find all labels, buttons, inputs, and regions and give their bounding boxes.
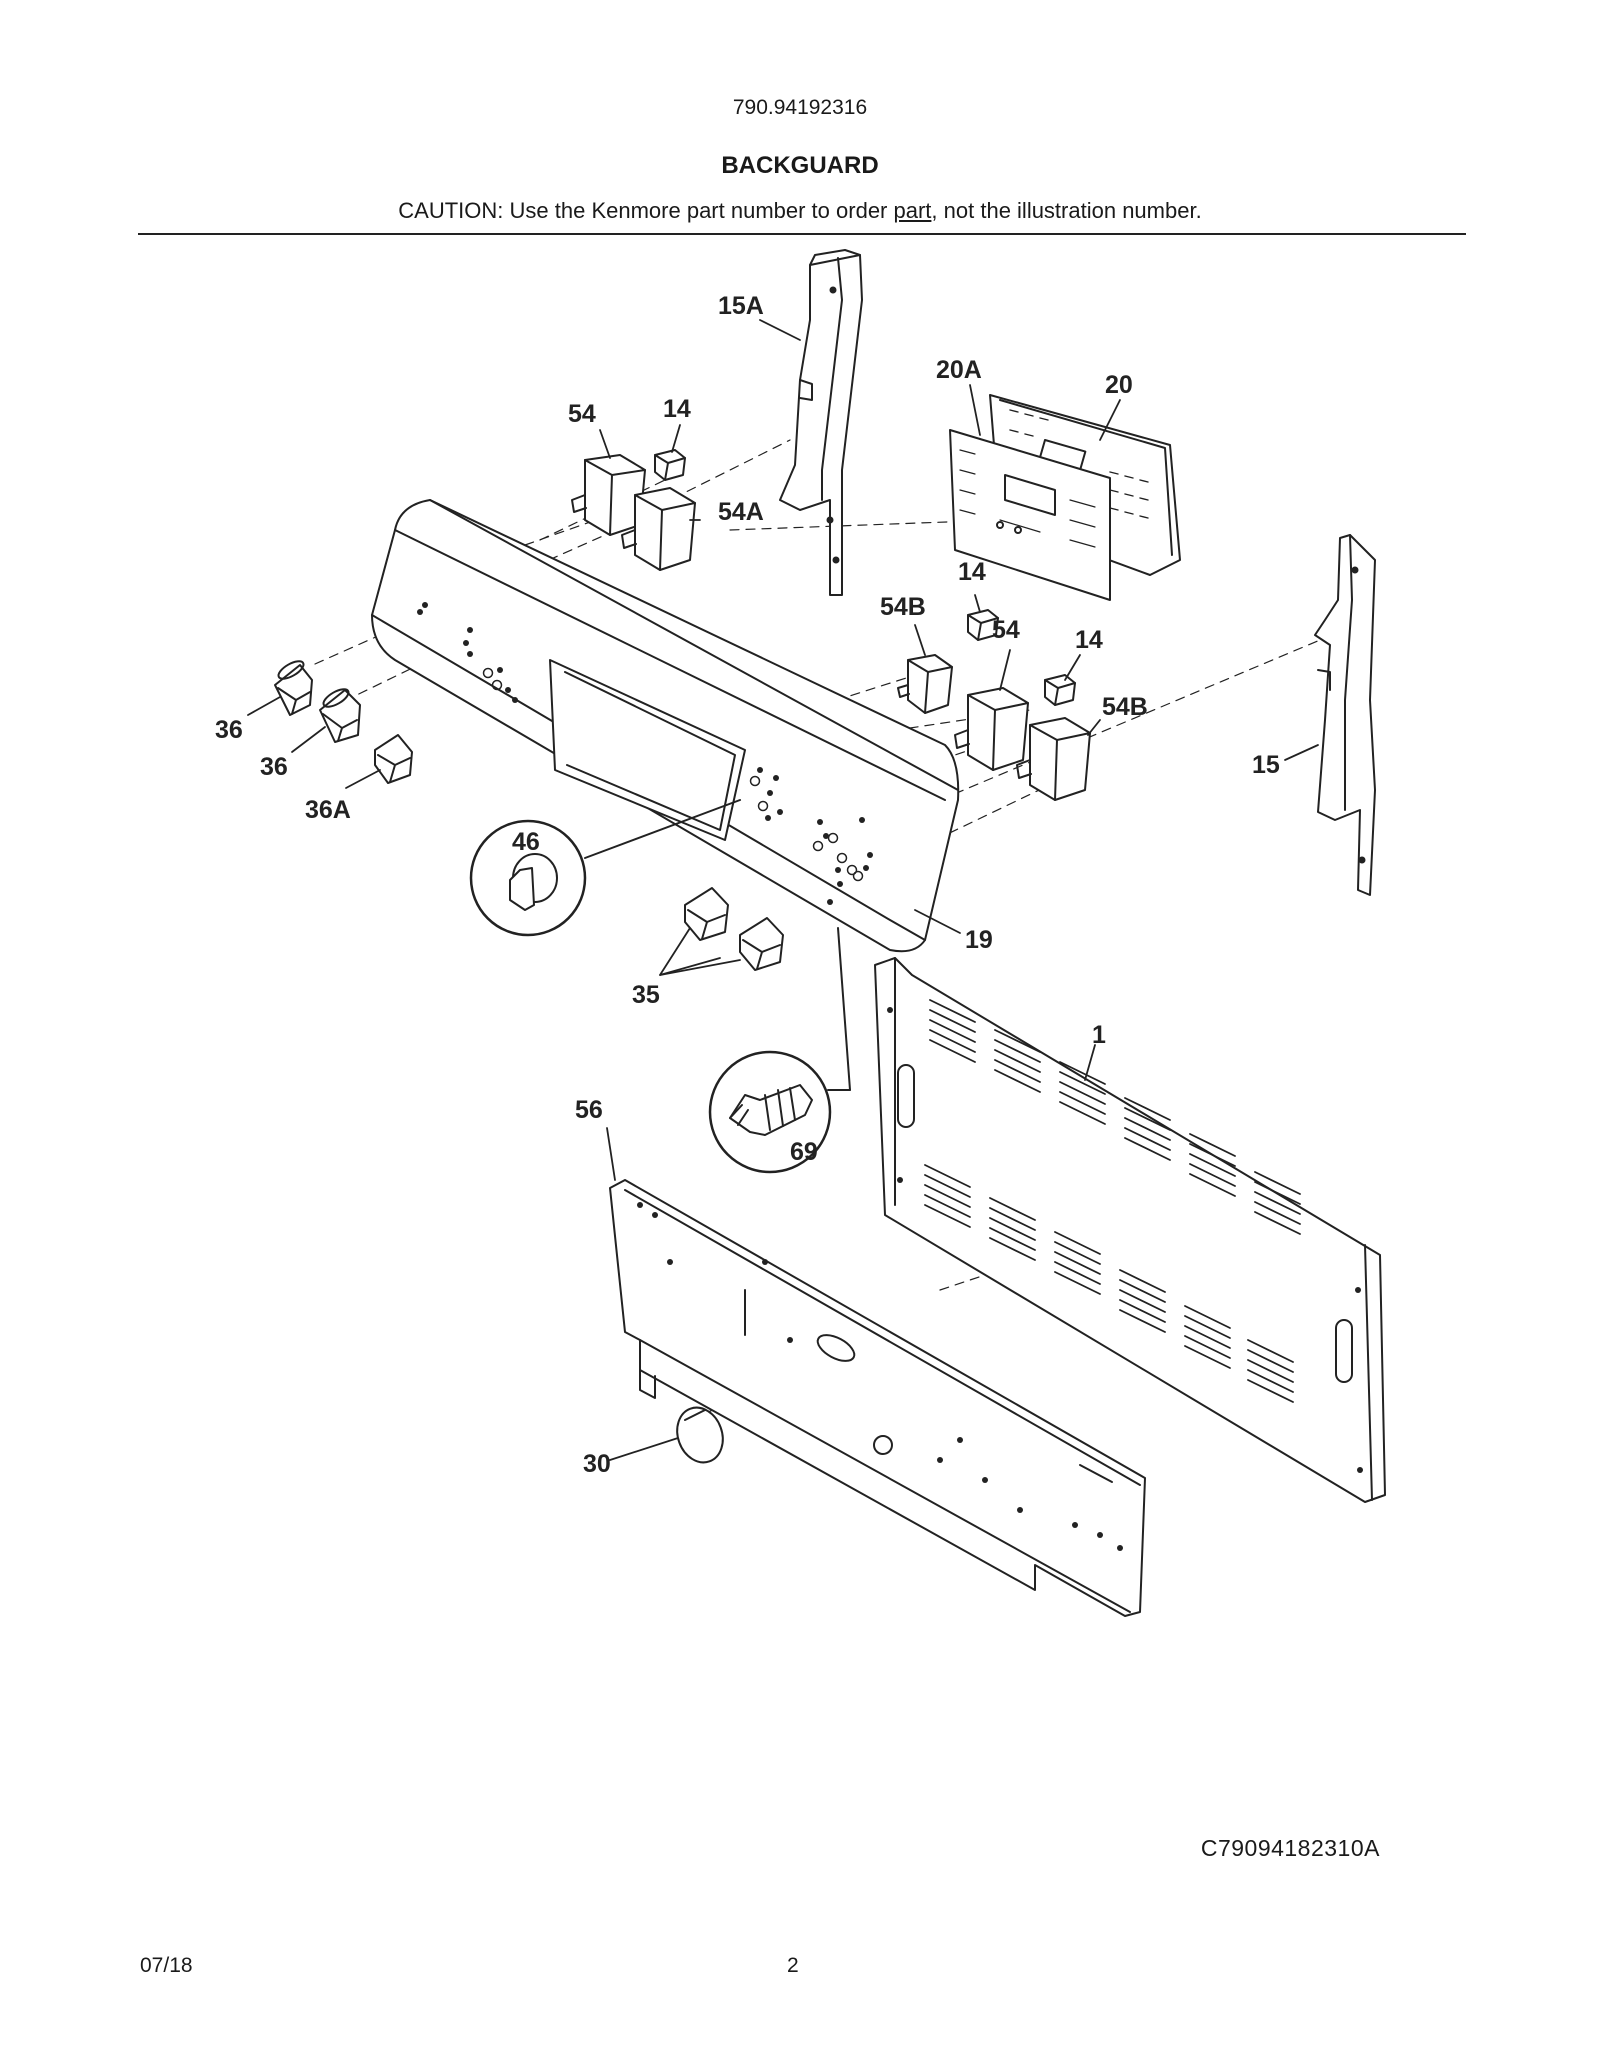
control-overlay-20A <box>949 429 1111 601</box>
rear-panel-1 <box>874 957 1386 1503</box>
side-bracket-right-15 <box>1314 534 1376 896</box>
figure-code: C79094182310A <box>1200 1835 1380 1861</box>
callout-19: 19 <box>965 926 993 954</box>
lower-rear-panel-56 <box>609 1179 1146 1617</box>
callout-54-mid: 54 <box>992 616 1020 644</box>
callout-labels: 15A 20A 20 54 14 54A 14 54B 54 14 54B 36… <box>215 292 1280 1478</box>
control-knob-36-lower <box>319 688 361 743</box>
callout-1: 1 <box>1092 1021 1106 1049</box>
detail-circle-46 <box>469 799 741 937</box>
page-title: BACKGUARD <box>721 152 879 179</box>
callout-36-lower: 36 <box>260 753 288 781</box>
control-knob-36A <box>374 734 413 784</box>
infinite-switch-54-mid <box>954 687 1029 771</box>
callout-54B-small: 54B <box>880 593 926 621</box>
callout-69: 69 <box>790 1138 818 1166</box>
callout-14-upper: 14 <box>663 395 691 423</box>
control-panel-holes <box>417 602 873 905</box>
model-number: 790.94192316 <box>732 96 868 119</box>
indicator-light-14-right <box>1044 674 1076 706</box>
infinite-switch-54-upper <box>571 454 646 536</box>
control-knob-36-upper <box>274 660 313 716</box>
caution-text-start: CAUTION: Use the Kenmore part number to … <box>398 198 894 223</box>
indicator-light-14-mid <box>967 609 999 641</box>
callout-20A: 20A <box>936 356 982 384</box>
callout-30: 30 <box>583 1450 611 1478</box>
callout-20: 20 <box>1105 371 1133 399</box>
callout-46: 46 <box>512 828 540 856</box>
callout-54A: 54A <box>718 498 764 526</box>
callout-14-right: 14 <box>1075 626 1103 654</box>
infinite-switch-54B-small <box>897 654 953 714</box>
callout-35: 35 <box>632 981 660 1009</box>
louvers <box>924 999 1301 1403</box>
callout-56: 56 <box>575 1096 603 1124</box>
callout-15A: 15A <box>718 292 764 320</box>
control-panel-19 <box>371 499 960 953</box>
callout-54-upper: 54 <box>568 400 596 428</box>
detail-circle-69 <box>708 927 851 1174</box>
hole-plug-30 <box>676 1406 724 1464</box>
callout-54B: 54B <box>1102 693 1148 721</box>
caution-note: CAUTION: Use the Kenmore part number to … <box>0 198 1600 224</box>
page-number: 2 <box>787 1954 799 1977</box>
caution-underlined-word: part <box>893 198 932 223</box>
infinite-switch-54B <box>1016 717 1091 801</box>
revision-date: 07/18 <box>140 1954 193 1977</box>
header-rule <box>138 233 1466 235</box>
indicator-light-14-upper <box>654 449 686 481</box>
infinite-switch-54A <box>621 487 696 571</box>
control-knob-35-a <box>684 887 729 941</box>
caution-text-end: , not the illustration number. <box>931 198 1202 223</box>
callout-36-upper: 36 <box>215 716 243 744</box>
control-knob-35-b <box>739 917 784 971</box>
side-bracket-left-15A <box>779 249 863 596</box>
leader-lines <box>247 319 1319 1461</box>
callout-15: 15 <box>1252 751 1280 779</box>
callout-14-mid: 14 <box>958 558 986 586</box>
callout-36A: 36A <box>305 796 351 824</box>
